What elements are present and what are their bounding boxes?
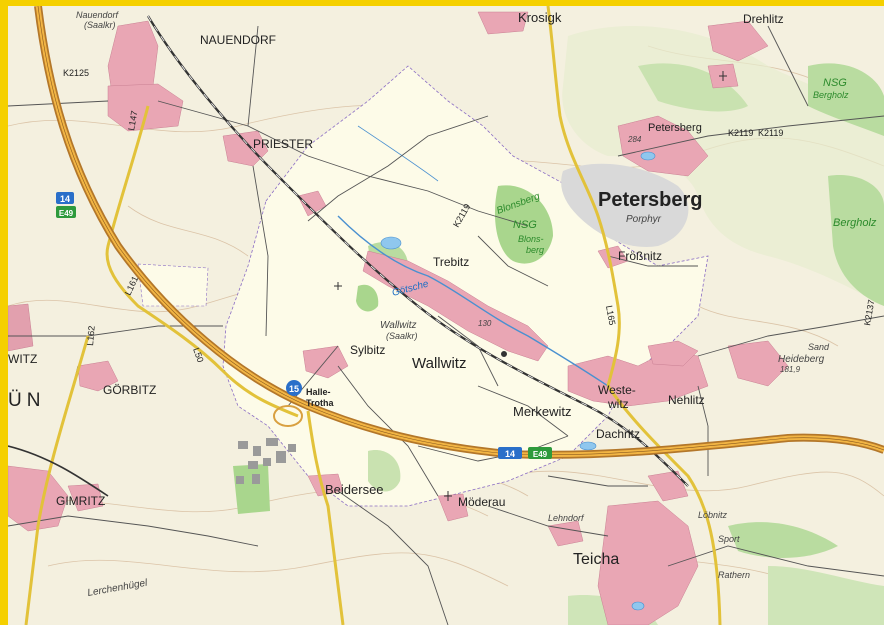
spot-height-trebitz: 130 (478, 319, 492, 328)
label-teicha: Teicha (573, 551, 619, 568)
road-label-l147: L147 (126, 110, 139, 131)
label-petersberg: Petersberg (598, 189, 703, 211)
label-lehndorf: Lehndorf (548, 513, 585, 523)
label-witz-left: WITZ (8, 352, 37, 366)
road-label-k2119-top: K2119 (728, 128, 753, 138)
industrial-area (236, 438, 296, 484)
railway-lines (8, 15, 689, 497)
map-symbols (334, 71, 727, 501)
label-nsg-right: NSG (823, 77, 847, 89)
junction-marker-15: 15 (286, 380, 302, 396)
state-roads (24, 6, 722, 625)
label-beidersee: Beidersee (325, 482, 384, 497)
label-blons: Blons- (518, 234, 544, 244)
label-wallwitz: Wallwitz (412, 355, 466, 372)
label-nauendorf-small-sub: (Saalkr) (84, 20, 116, 30)
label-nsg: NSG (513, 219, 537, 231)
svg-text:14: 14 (60, 194, 70, 204)
svg-text:E49: E49 (59, 209, 74, 218)
label-loebnitz: Löbnitz (698, 510, 728, 520)
label-sylbitz: Sylbitz (350, 343, 385, 357)
label-halle-trotha: Halle- (306, 387, 331, 397)
label-porphyr: Porphyr (626, 214, 662, 225)
shield-e49-bottom: E49 (528, 447, 552, 459)
label-bergholz: Bergholz (833, 217, 877, 229)
label-krosigk: Krosigk (518, 10, 562, 25)
label-westewitz-2: witz (607, 397, 629, 411)
label-goerbitz: GÖRBITZ (103, 383, 156, 397)
svg-text:15: 15 (289, 384, 299, 394)
label-petersberg-top: Petersberg (648, 122, 702, 134)
label-wallwitz-small: Wallwitz (380, 320, 416, 331)
spot-height-heideberg: 181,9 (780, 365, 801, 374)
label-heideberg-sand: Sand (808, 342, 830, 352)
road-label-l162: L162 (85, 325, 97, 346)
label-gimritz: GIMRITZ (56, 494, 105, 508)
label-rathern: Rathern (718, 570, 750, 580)
road-label-k2119-right: K2119 (758, 128, 783, 138)
label-frossnitz: Frößnitz (618, 249, 662, 263)
svg-text:E49: E49 (533, 450, 548, 459)
label-heideberg: Heideberg (778, 354, 825, 365)
label-dachritz: Dachritz (596, 427, 640, 441)
label-priester: PRIESTER (253, 137, 313, 151)
label-berg: berg (526, 245, 544, 255)
label-nauendorf: NAUENDORF (200, 33, 276, 47)
label-nauendorf-small: Nauendorf (76, 10, 120, 20)
road-label-l50: L50 (191, 346, 206, 364)
label-trebitz: Trebitz (433, 255, 469, 269)
label-moederau: Möderau (458, 495, 505, 509)
label-drehlitz: Drehlitz (743, 12, 784, 26)
shield-e49-left: E49 (56, 206, 76, 218)
motorway-a14 (34, 6, 884, 459)
road-label-k2137: K2137 (862, 299, 876, 326)
quarry-area (561, 163, 689, 247)
shield-a14-bottom: 14 (498, 447, 522, 459)
label-wallwitz-small-sub: (Saalkr) (386, 331, 418, 341)
settlements (8, 11, 789, 625)
label-westewitz: Weste- (598, 383, 636, 397)
label-halle-trotha-2: Trotha (306, 398, 334, 408)
spot-height-petersberg: 284 (627, 135, 642, 144)
svg-text:14: 14 (505, 449, 515, 459)
label-bergholz-nsg: Bergholz (813, 90, 849, 100)
label-nehlitz: Nehlitz (668, 393, 705, 407)
road-label-k2125: K2125 (63, 68, 89, 78)
shield-a14-left: 14 (56, 192, 74, 204)
label-merkewitz: Merkewitz (513, 404, 572, 419)
label-sport: Sport (718, 534, 740, 544)
label-uen: ÜN (8, 390, 45, 411)
topographic-map[interactable]: K2125 K2119 K2119 K2119 L147 L161 L162 L… (8, 6, 884, 625)
road-label-l165: L165 (604, 305, 617, 326)
